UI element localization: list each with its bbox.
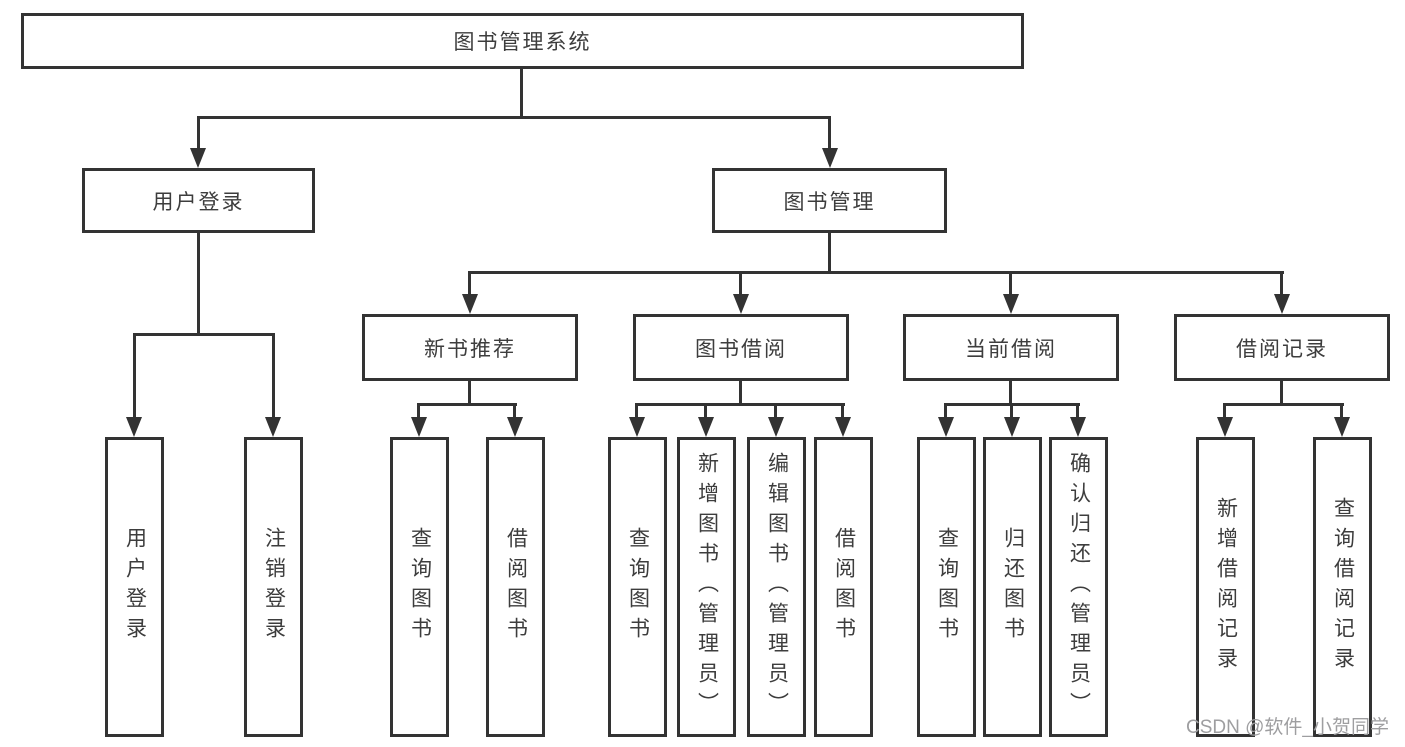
connector-new-rec-split [417, 403, 517, 406]
arrowhead-icon [126, 417, 142, 437]
leaf-confirm-return-admin: 确认归还（管理员） [1049, 437, 1108, 737]
connector-current-drop [1009, 381, 1012, 406]
node-label: 归还图书 [1001, 527, 1025, 647]
connector-stem-leaf [513, 403, 516, 419]
connector-records-drop [1280, 381, 1283, 406]
leaf-search-books-rec: 查询图书 [390, 437, 449, 737]
leaf-search-books-current: 查询图书 [917, 437, 976, 737]
connector-stem-book-mgmt [828, 116, 831, 150]
connector-stem-leaf [774, 403, 777, 419]
node-book-borrowing: 图书借阅 [633, 314, 849, 381]
arrowhead-icon [822, 148, 838, 168]
node-label: 图书管理系统 [453, 31, 592, 54]
connector-stem-new-rec [468, 271, 471, 296]
connector-stem-leaf [1340, 403, 1343, 419]
arrowhead-icon [698, 417, 714, 437]
node-label: 查询图书 [935, 527, 959, 647]
leaf-add-borrow-record: 新增借阅记录 [1196, 437, 1255, 737]
connector-stem-leaf [417, 403, 420, 419]
leaf-borrow-books-rec: 借阅图书 [486, 437, 545, 737]
node-label: 编辑图书（管理员） [765, 452, 789, 722]
leaf-user-login: 用户登录 [105, 437, 164, 737]
arrowhead-icon [1004, 417, 1020, 437]
leaf-return-book: 归还图书 [983, 437, 1042, 737]
connector-stem-leaf [1010, 403, 1013, 419]
arrowhead-icon [733, 294, 749, 314]
arrowhead-icon [1003, 294, 1019, 314]
arrowhead-icon [1217, 417, 1233, 437]
node-label: 图书管理 [783, 190, 876, 214]
node-label: 查询借阅记录 [1331, 497, 1355, 677]
connector-records-split [1223, 403, 1344, 406]
node-label: 用户登录 [123, 527, 147, 647]
arrowhead-icon [265, 417, 281, 437]
node-label: 确认归还（管理员） [1067, 452, 1091, 722]
node-label: 用户登录 [152, 190, 245, 214]
connector-new-rec-drop [468, 381, 471, 406]
node-label: 新增借阅记录 [1214, 497, 1238, 677]
node-label: 借阅图书 [504, 527, 528, 647]
arrowhead-icon [629, 417, 645, 437]
leaf-logout: 注销登录 [244, 437, 303, 737]
connector-user-login-drop [197, 233, 200, 336]
connector-stem-leaf-user-login [133, 333, 136, 419]
connector-book-mgmt-drop [828, 233, 831, 274]
connector-stem-records [1280, 271, 1283, 296]
node-new-book-recommend: 新书推荐 [362, 314, 578, 381]
connector-stem-leaf [841, 403, 844, 419]
node-label: 注销登录 [262, 527, 286, 647]
arrowhead-icon [768, 417, 784, 437]
node-label: 查询图书 [408, 527, 432, 647]
connector-root-drop [520, 69, 523, 118]
node-label: 新增图书（管理员） [695, 452, 719, 722]
connector-stem-leaf [944, 403, 947, 419]
node-user-login: 用户登录 [82, 168, 315, 233]
connector-user-login-split [133, 333, 275, 336]
arrowhead-icon [411, 417, 427, 437]
arrowhead-icon [507, 417, 523, 437]
leaf-add-book-admin: 新增图书（管理员） [677, 437, 736, 737]
connector-stem-leaf-logout [272, 333, 275, 419]
node-label: 借阅记录 [1236, 337, 1328, 361]
connector-stem-current [1009, 271, 1012, 296]
node-current-borrowing: 当前借阅 [903, 314, 1119, 381]
connector-stem-leaf [635, 403, 638, 419]
connector-borrowing-drop [739, 381, 742, 406]
leaf-query-borrow-record: 查询借阅记录 [1313, 437, 1372, 737]
arrowhead-icon [1274, 294, 1290, 314]
leaf-edit-book-admin: 编辑图书（管理员） [747, 437, 806, 737]
connector-level2-split [468, 271, 1284, 274]
connector-stem-leaf [704, 403, 707, 419]
node-label: 新书推荐 [424, 337, 516, 361]
leaf-search-books-borrow: 查询图书 [608, 437, 667, 737]
connector-stem-user-login [197, 116, 200, 150]
leaf-borrow-books-borrow: 借阅图书 [814, 437, 873, 737]
arrowhead-icon [462, 294, 478, 314]
node-label: 当前借阅 [965, 337, 1057, 361]
connector-borrowing-split [635, 403, 845, 406]
node-root-library-system: 图书管理系统 [21, 13, 1024, 69]
arrowhead-icon [835, 417, 851, 437]
node-label: 借阅图书 [832, 527, 856, 647]
csdn-watermark: CSDN @软件_小贺同学 [1186, 717, 1389, 738]
node-borrow-records: 借阅记录 [1174, 314, 1390, 381]
arrowhead-icon [190, 148, 206, 168]
arrowhead-icon [1334, 417, 1350, 437]
connector-stem-leaf [1076, 403, 1079, 419]
node-label: 图书借阅 [695, 337, 787, 361]
node-book-management: 图书管理 [712, 168, 947, 233]
connector-stem-leaf [1223, 403, 1226, 419]
arrowhead-icon [1070, 417, 1086, 437]
node-label: 查询图书 [626, 527, 650, 647]
connector-stem-borrowing [739, 271, 742, 296]
connector-level1-split [197, 116, 831, 119]
arrowhead-icon [938, 417, 954, 437]
